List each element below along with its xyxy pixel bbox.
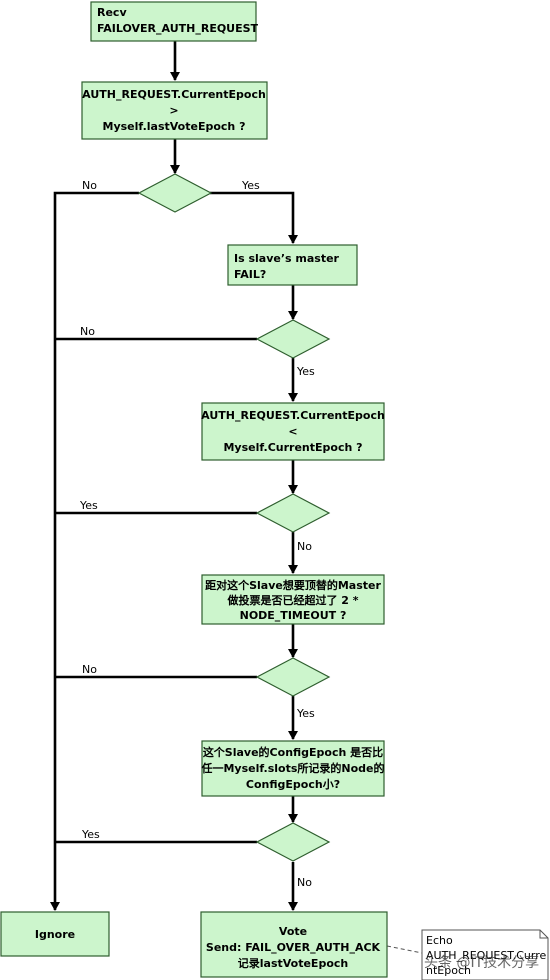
edge-decision-1-yes [210, 191, 298, 244]
node-config-epoch: 这个Slave的ConfigEpoch 是否比 任一Myself.slots所记… [200, 740, 385, 797]
node-timeout-line-1: 距对这个Slave想要顶替的Master [205, 578, 381, 592]
node-master-fail-line-1: Is slave’s master [234, 252, 340, 265]
node-vote-line-1: Vote [279, 925, 307, 938]
decision-3 [255, 493, 331, 533]
node-epoch-current-line-2: < [288, 425, 297, 438]
node-config-epoch-line-1: 这个Slave的ConfigEpoch 是否比 [203, 745, 383, 759]
label-decision-4-no: No [82, 663, 97, 676]
decision-1 [137, 173, 213, 213]
node-vote-line-3: 记录lastVoteEpoch [238, 957, 348, 970]
node-vote-line-2: Send: FAIL_OVER_AUTH_ACK [206, 941, 381, 954]
node-timeout-line-3: NODE_TIMEOUT ? [240, 609, 347, 622]
node-master-fail-line-2: FAIL? [234, 268, 266, 281]
node-ignore-label: Ignore [35, 928, 75, 941]
node-timeout-line-2: 做投票是否已经超过了 2 * [226, 593, 358, 607]
node-epoch-current: AUTH_REQUEST.CurrentEpoch < Myself.Curre… [201, 402, 385, 461]
node-epoch-vote-line-3: Myself.lastVoteEpoch ? [103, 120, 246, 133]
label-decision-5-no: No [297, 876, 312, 889]
node-timeout: 距对这个Slave想要顶替的Master 做投票是否已经超过了 2 * NODE… [201, 574, 385, 625]
node-epoch-vote-line-1: AUTH_REQUEST.CurrentEpoch [82, 88, 266, 101]
note-line-2: AUTH_REQUEST.Curre [426, 949, 546, 962]
node-config-epoch-line-2: 任一Myself.slots所记录的Node的 [200, 761, 384, 775]
node-epoch-vote-line-2: > [169, 104, 178, 117]
label-decision-5-yes: Yes [81, 828, 100, 841]
watermark: 头条 @IT技术分享 [424, 954, 539, 971]
node-ignore: Ignore [0, 911, 110, 957]
label-decision-1-no: No [82, 179, 97, 192]
node-epoch-vote: AUTH_REQUEST.CurrentEpoch > Myself.lastV… [81, 81, 268, 140]
note-connector [386, 945, 423, 954]
decision-4 [255, 657, 331, 697]
note-line-3: ntEpoch [426, 964, 471, 977]
label-decision-2-no: No [80, 325, 95, 338]
connectors [50, 41, 423, 954]
node-epoch-current-line-3: Myself.CurrentEpoch ? [223, 441, 362, 454]
note-echo: Echo AUTH_REQUEST.Curre ntEpoch [421, 929, 549, 980]
note-line-1: Echo [426, 934, 453, 947]
label-decision-2-yes: Yes [296, 365, 315, 378]
node-recv-line-1: Recv [97, 6, 127, 19]
decision-2 [255, 319, 331, 359]
node-vote: Vote Send: FAIL_OVER_AUTH_ACK 记录lastVote… [200, 911, 388, 978]
node-master-fail: Is slave’s master FAIL? [227, 244, 358, 286]
label-decision-3-no: No [297, 540, 312, 553]
node-recv: Recv FAILOVER_AUTH_REQUEST [90, 1, 259, 42]
label-decision-1-yes: Yes [241, 179, 260, 192]
node-config-epoch-line-3: ConfigEpoch小? [246, 777, 340, 791]
decision-5 [255, 822, 331, 862]
label-decision-4-yes: Yes [296, 707, 315, 720]
label-decision-3-yes: Yes [79, 499, 98, 512]
node-recv-line-2: FAILOVER_AUTH_REQUEST [97, 22, 259, 35]
edge-decision-1-no-to-ignore [50, 191, 139, 911]
node-epoch-current-line-1: AUTH_REQUEST.CurrentEpoch [201, 409, 385, 422]
